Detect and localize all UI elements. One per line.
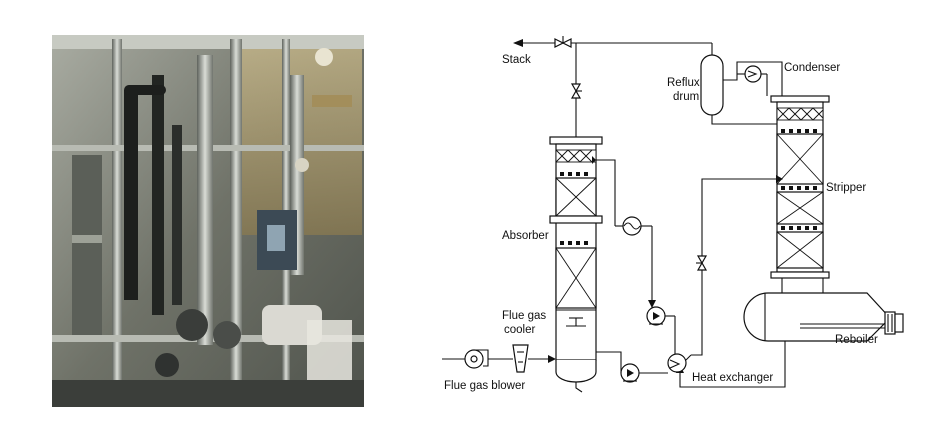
reflux-drum-label-1: Reflux	[667, 77, 700, 89]
stripper-feed-valve-icon	[696, 255, 708, 271]
lean-pump-arrow-icon	[648, 300, 656, 308]
stack-label: Stack	[502, 54, 531, 66]
reflux-drum	[700, 43, 724, 116]
flue-gas-blower-icon	[464, 349, 489, 369]
absorber-top-arrow-icon	[592, 156, 596, 164]
reflux-drum-label-2: drum	[673, 91, 699, 103]
stripper-column	[770, 95, 830, 293]
flue-gas-blower-label: Flue gas blower	[444, 380, 525, 392]
absorber-outlet-valve-icon	[570, 83, 582, 99]
rich-pump-icon	[620, 363, 640, 383]
reboiler	[743, 292, 904, 342]
reboiler-label: Reboiler	[835, 334, 878, 346]
absorber-label: Absorber	[502, 230, 549, 242]
stack-line	[513, 39, 712, 47]
lean-pump-icon	[646, 306, 676, 354]
stripper-feed-arrow-icon	[776, 175, 783, 183]
condenser-label: Condenser	[784, 62, 840, 74]
process-flow-diagram: Stack Reflux drum Condenser	[442, 36, 904, 393]
flue-gas-cooler-label-1: Flue gas	[502, 310, 546, 322]
absorber-column	[549, 136, 603, 393]
flue-gas-cooler	[512, 344, 529, 373]
pilot-plant-photo	[52, 35, 364, 407]
flue-gas-inlet-arrow-icon	[548, 355, 556, 363]
condenser	[723, 61, 783, 96]
heat-exchanger-label: Heat exchanger	[692, 372, 773, 384]
stripper-label: Stripper	[826, 182, 866, 194]
lean-cooler	[614, 214, 653, 308]
heat-exchanger	[667, 353, 692, 373]
stack-valve-icon	[554, 36, 572, 48]
flue-gas-cooler-label-2: cooler	[504, 324, 535, 336]
photo-illustration	[52, 35, 364, 407]
